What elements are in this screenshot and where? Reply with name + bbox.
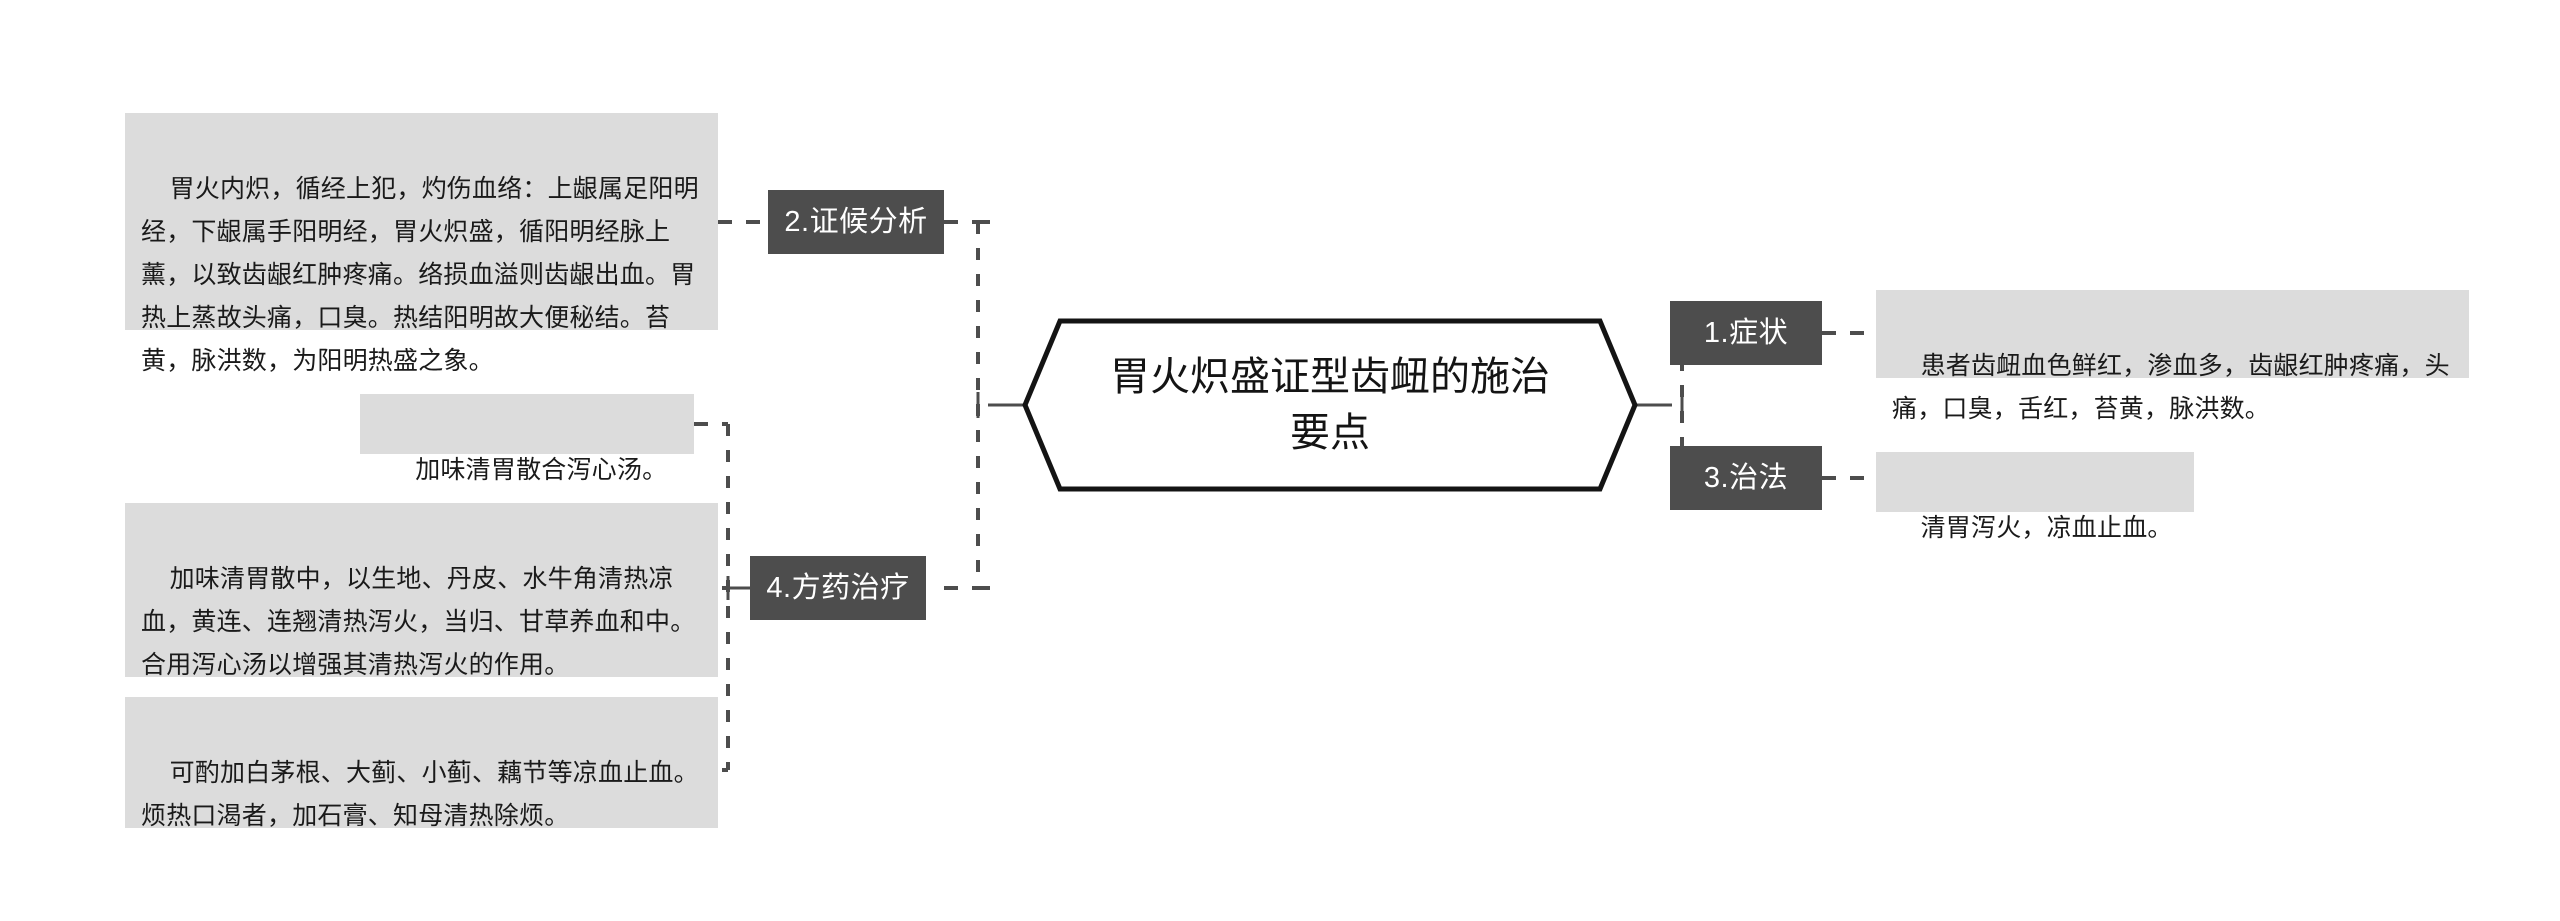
root-node[interactable]: 胃火炽盛证型齿衄的施治要点 — [1022, 318, 1638, 492]
root-hexagon-shape — [1022, 318, 1638, 492]
root-label: 胃火炽盛证型齿衄的施治要点 — [1110, 355, 1550, 455]
leaf-formula-treatment-2[interactable]: 加味清胃散中，以生地、丹皮、水牛角清热凉血，黄连、连翘清热泻火，当归、甘草养血和… — [125, 503, 718, 679]
leaf-formula-treatment-3[interactable]: 可酌加白茅根、大蓟、小蓟、藕节等凉血止血。烦热口渴者，加石膏、知母清热除烦。 — [125, 697, 718, 830]
branch-node-symptoms[interactable]: 1.症状 — [1670, 301, 1822, 365]
leaf-text: 加味清胃散中，以生地、丹皮、水牛角清热凉血，黄连、连翘清热泻火，当归、甘草养血和… — [141, 565, 696, 679]
leaf-syndrome-analysis-1[interactable]: 胃火内炽，循经上犯，灼伤血络：上龈属足阳明经，下龈属手阳明经，胃火炽盛，循阳明经… — [125, 113, 718, 375]
branch-label-syndrome-analysis: 2.证候分析 — [784, 205, 928, 238]
leaf-text: 患者齿衄血色鲜红，渗血多，齿龈红肿疼痛，头痛，口臭，舌红，苔黄，脉洪数。 — [1892, 352, 2450, 423]
branch-node-treatment-method[interactable]: 3.治法 — [1670, 446, 1822, 510]
branch-node-formula-treatment[interactable]: 4.方药治疗 — [750, 556, 926, 620]
branch-label-treatment-method: 3.治法 — [1703, 461, 1789, 494]
leaf-text: 清胃泻火，凉血止血。 — [1920, 514, 2173, 542]
leaf-text: 胃火内炽，循经上犯，灼伤血络：上龈属足阳明经，下龈属手阳明经，胃火炽盛，循阳明经… — [141, 175, 699, 375]
leaf-text: 加味清胃散合泻心汤。 — [415, 456, 668, 484]
leaf-text: 可酌加白茅根、大蓟、小蓟、藕节等凉血止血。烦热口渴者，加石膏、知母清热除烦。 — [141, 759, 699, 830]
branch-node-syndrome-analysis[interactable]: 2.证候分析 — [768, 190, 944, 254]
branch-label-formula-treatment: 4.方药治疗 — [766, 571, 910, 604]
leaf-formula-treatment-1[interactable]: 加味清胃散合泻心汤。 — [360, 394, 694, 484]
branch-label-symptoms: 1.症状 — [1703, 316, 1789, 349]
leaf-treatment-method-1[interactable]: 清胃泻火，凉血止血。 — [1876, 452, 2194, 542]
leaf-symptoms-1[interactable]: 患者齿衄血色鲜红，渗血多，齿龈红肿疼痛，头痛，口臭，舌红，苔黄，脉洪数。 — [1876, 290, 2469, 423]
